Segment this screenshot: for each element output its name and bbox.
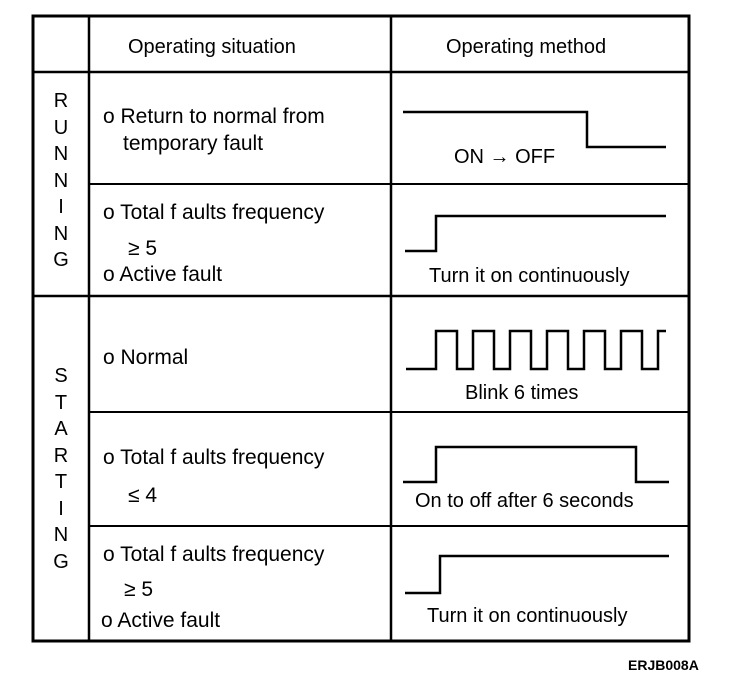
row1-situation-line2: temporary fault [123, 132, 264, 155]
row2-situation-line1: o Total f aults frequency [103, 201, 325, 224]
row5-method-caption: Turn it on continuously [427, 605, 628, 627]
figure-reference: ERJB008A [628, 657, 699, 673]
row5-situation-line1: o Total f aults frequency [103, 543, 325, 566]
group-label-running: R U N N I N G [53, 90, 69, 271]
row2-situation-line2: ≥ 5 [128, 237, 158, 260]
header-operating-situation: Operating situation [128, 36, 296, 58]
row2-method-caption: Turn it on continuously [429, 265, 630, 287]
waveform-continuous-running [405, 214, 666, 253]
waveform-blink [406, 329, 666, 371]
row4-situation-line2: ≤ 4 [128, 484, 158, 507]
waveform-on-then-off [403, 445, 669, 484]
table-border [31, 14, 691, 643]
row5-situation-line3: o Active fault [101, 609, 221, 632]
row1-method-caption: ON → OFF [454, 146, 556, 168]
header-operating-method: Operating method [446, 36, 607, 58]
row2-situation-line3: o Active fault [103, 263, 223, 286]
row5-situation-line2: ≥ 5 [124, 578, 154, 601]
row1-situation-line1: o Return to normal from [103, 105, 325, 128]
row4-method-caption: On to off after 6 seconds [415, 490, 634, 512]
row4-situation-line1: o Total f aults frequency [103, 446, 325, 469]
row3-method-caption: Blink 6 times [465, 382, 579, 404]
waveform-on-off [403, 110, 666, 149]
group-label-starting: S T A R T I N G [53, 365, 69, 573]
waveform-continuous-starting [405, 554, 669, 595]
row3-situation-line1: o Normal [103, 346, 189, 369]
